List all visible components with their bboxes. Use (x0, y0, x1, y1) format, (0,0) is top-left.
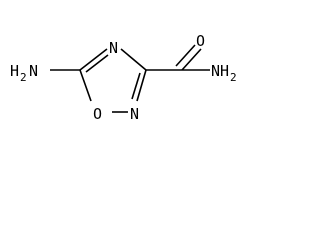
bond-c3-n2 (136, 69, 147, 102)
atom-labels: H 2 N N O N O NH 2 (10, 32, 237, 123)
bond-c3-n2-double (131, 72, 141, 100)
bond-carbonyl-o-double (175, 44, 196, 67)
atom-amide-sub: 2 (230, 71, 237, 84)
atom-ring-o: O (93, 105, 102, 123)
atom-amino-n: N (29, 62, 38, 80)
bond-c5-n4-double (85, 54, 109, 73)
atom-amide-nh: NH (211, 62, 229, 80)
structure-diagram: H 2 N N O N O NH 2 (10, 32, 237, 123)
atom-amino-sub: 2 (20, 71, 27, 84)
atom-carbonyl-o: O (196, 32, 205, 50)
bond-n4-c3 (120, 48, 147, 71)
bond-carbonyl-o (181, 48, 202, 71)
bond-lines (50, 44, 210, 113)
bond-c5-n4 (79, 48, 108, 71)
atom-ring-n-top: N (109, 39, 118, 57)
molecule-canvas: H 2 N N O N O NH 2 (10, 32, 237, 123)
atom-amino-h: H (10, 62, 19, 80)
atom-ring-n-bottom: N (130, 105, 139, 123)
bond-o1-c5 (79, 69, 92, 102)
